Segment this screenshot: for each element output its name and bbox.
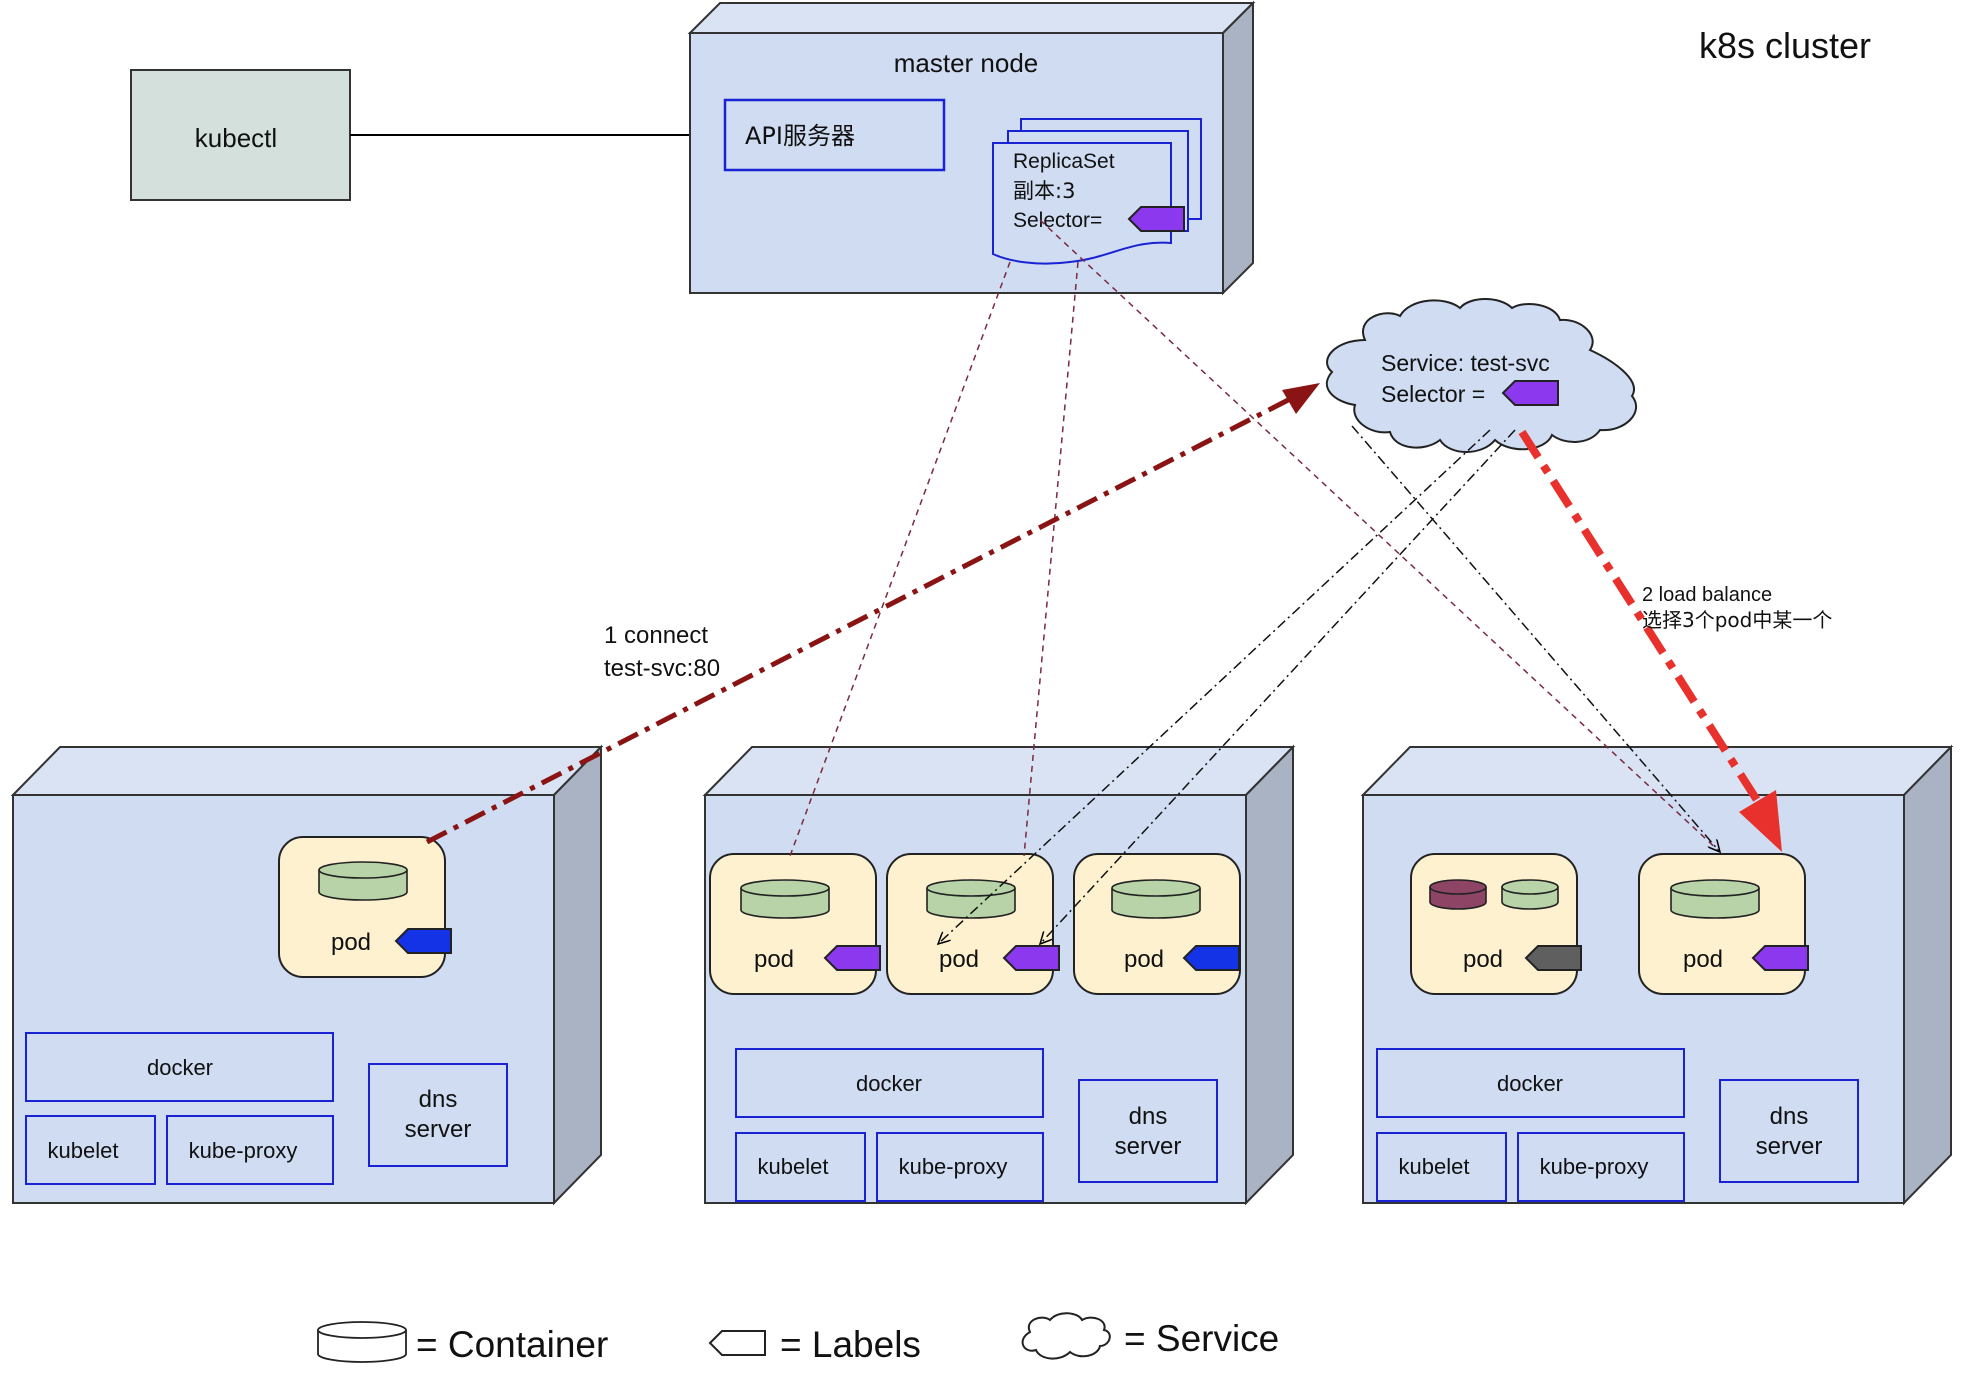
kubelet-label: kubelet	[1399, 1154, 1470, 1179]
kube-proxy-label: kube-proxy	[189, 1138, 298, 1163]
pod: pod	[1073, 853, 1241, 995]
kubelet-box	[1376, 1132, 1507, 1202]
api-server-label: API服务器	[745, 122, 855, 150]
dns-line1: dns	[1770, 1103, 1809, 1130]
balance-annotation-line2: 选择3个pod中某一个	[1642, 608, 1832, 632]
legend-service-label: = Service	[1124, 1318, 1279, 1359]
pod-label-tag-icon	[394, 928, 452, 954]
dns-line2: server	[1756, 1133, 1823, 1160]
container-icon	[1429, 879, 1487, 910]
dns-line2: server	[405, 1116, 472, 1143]
docker-label: docker	[856, 1071, 922, 1096]
dns-line2: server	[1115, 1133, 1182, 1160]
pod: pod	[886, 853, 1060, 995]
kube-proxy-label: kube-proxy	[899, 1154, 1008, 1179]
container-icon	[1501, 879, 1559, 910]
master-node-title: master node	[894, 48, 1039, 78]
docker-label: docker	[147, 1055, 213, 1080]
worker-node-2: pod pod pod docker kubelet kube-proxy dn…	[702, 744, 1296, 1206]
pod-label: pod	[939, 946, 979, 973]
kubectl-label: kubectl	[195, 123, 277, 153]
load-balance-arrow	[1518, 429, 1782, 852]
pod-label-tag-icon	[823, 945, 881, 971]
service-line1: Service: test-svc	[1381, 350, 1550, 376]
kube-proxy-box	[1517, 1132, 1685, 1202]
dns-line1: dns	[419, 1086, 458, 1113]
pod: pod	[709, 853, 881, 995]
cluster-title: k8s cluster	[1699, 25, 1871, 66]
kube-proxy-box	[876, 1132, 1044, 1202]
replicaset-manage-lines	[789, 219, 1721, 857]
dns-line1: dns	[1129, 1103, 1168, 1130]
replicaset-line2: 副本:3	[1013, 179, 1075, 203]
dns-server-box	[1719, 1079, 1859, 1183]
container-icon	[740, 879, 830, 919]
replicaset-label-tag-icon	[1127, 206, 1185, 232]
labels-legend-icon	[708, 1330, 766, 1356]
dns-server-box	[368, 1063, 508, 1167]
kubectl-box: kubectl	[130, 69, 351, 201]
pod-label: pod	[331, 929, 371, 956]
kubelet-box	[25, 1115, 156, 1185]
kubelet-label: kubelet	[758, 1154, 829, 1179]
pod: pod	[1638, 853, 1809, 995]
pod-label-tag-icon	[1182, 945, 1240, 971]
container-icon	[318, 861, 408, 901]
service-selector-tag-icon	[1501, 380, 1559, 406]
service-route-lines	[938, 425, 1720, 944]
legend-labels-label: = Labels	[780, 1324, 921, 1365]
docker-label: docker	[1497, 1071, 1563, 1096]
dns-server-box	[1078, 1079, 1218, 1183]
balance-annotation-line1: 2 load balance	[1642, 584, 1772, 606]
kubelet-box	[735, 1132, 866, 1202]
pod-label: pod	[1463, 946, 1503, 973]
kube-proxy-box	[166, 1115, 334, 1185]
legend: = Container = Labels = Service	[317, 1312, 1279, 1365]
pod: pod	[278, 836, 452, 978]
worker-node-1: pod docker kubelet kube-proxy dns server	[10, 744, 604, 1206]
pod-label: pod	[1124, 946, 1164, 973]
replicaset-line3: Selector=	[1013, 209, 1102, 232]
legend-container-label: = Container	[416, 1324, 608, 1365]
docker-box	[735, 1048, 1044, 1118]
pod-label: pod	[1683, 946, 1723, 973]
worker-node-3: pod pod docker kubelet kube-proxy dns se…	[1360, 744, 1954, 1206]
container-icon	[1670, 879, 1760, 919]
replicaset-document: ReplicaSet 副本:3 Selector=	[992, 118, 1202, 265]
kube-proxy-label: kube-proxy	[1540, 1154, 1649, 1179]
container-legend-icon	[317, 1321, 407, 1363]
pod-label-tag-icon	[1002, 945, 1060, 971]
pod-label-tag-icon	[1524, 945, 1582, 971]
service-line2: Selector =	[1381, 381, 1485, 407]
service-cloud: Service: test-svc Selector =	[1325, 298, 1638, 453]
docker-box	[25, 1032, 334, 1102]
connect-arrow	[425, 383, 1320, 845]
docker-box	[1376, 1048, 1685, 1118]
replicaset-line1: ReplicaSet	[1013, 150, 1115, 173]
connect-annotation-line1: 1 connect	[604, 622, 708, 649]
container-icon	[1111, 879, 1201, 919]
service-legend-icon	[1021, 1312, 1111, 1360]
api-server-box	[723, 98, 946, 172]
kubelet-label: kubelet	[48, 1138, 119, 1163]
pod-label: pod	[754, 946, 794, 973]
pod: pod	[1410, 853, 1582, 995]
connect-annotation-line2: test-svc:80	[604, 655, 720, 682]
pod-label-tag-icon	[1751, 945, 1809, 971]
